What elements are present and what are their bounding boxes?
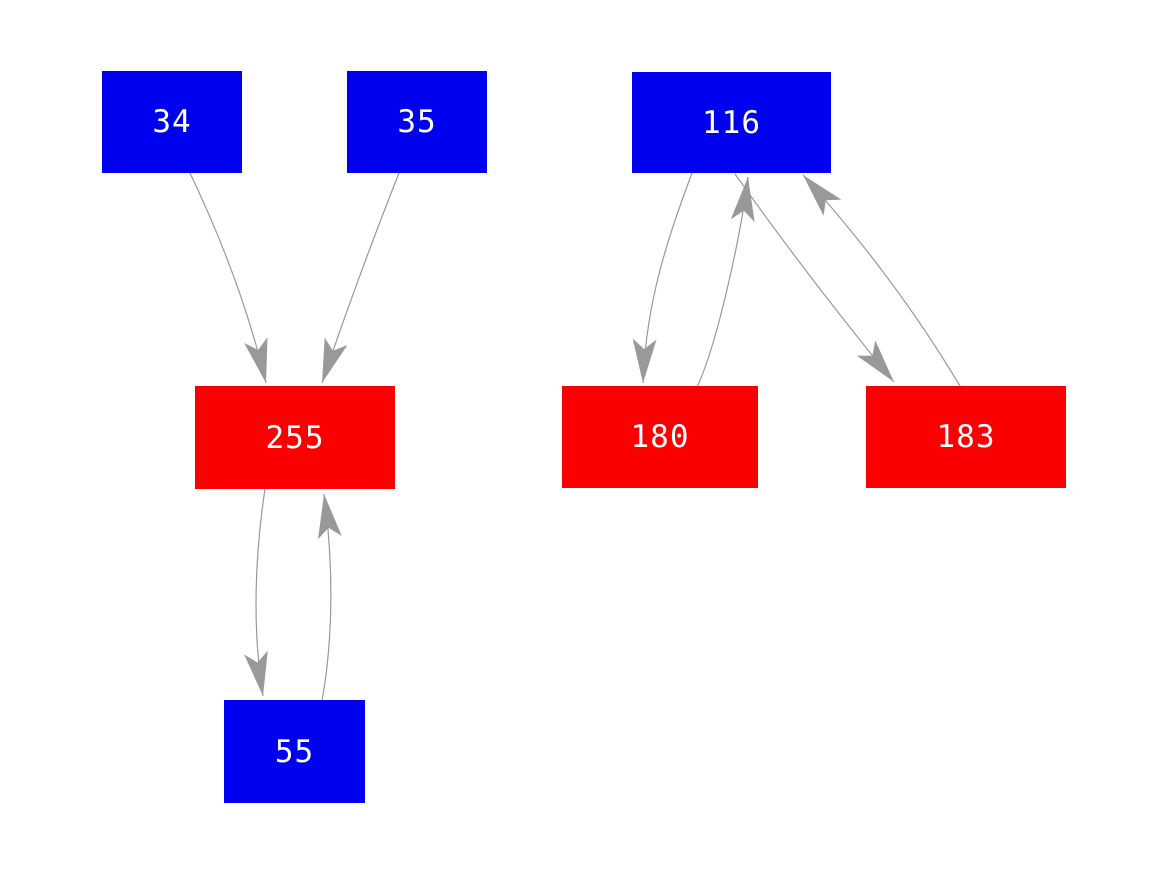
graph-node-255: 255 [195, 386, 395, 489]
edge-183-to-116 [802, 174, 961, 387]
edge-116-to-183 [734, 173, 895, 383]
graph-node-180: 180 [562, 386, 758, 488]
graph-node-35: 35 [347, 71, 487, 173]
edge-34-to-255 [189, 172, 268, 384]
graph-node-55: 55 [224, 700, 365, 803]
edge-55-to-255 [318, 493, 342, 702]
edge-116-to-180 [632, 172, 693, 384]
edge-180-to-116 [696, 176, 755, 388]
edge-35-to-255 [321, 172, 400, 384]
edge-255-to-55 [244, 488, 268, 697]
graph-node-34: 34 [102, 71, 242, 173]
graph-node-116: 116 [632, 72, 831, 173]
graph-node-183: 183 [866, 386, 1066, 488]
